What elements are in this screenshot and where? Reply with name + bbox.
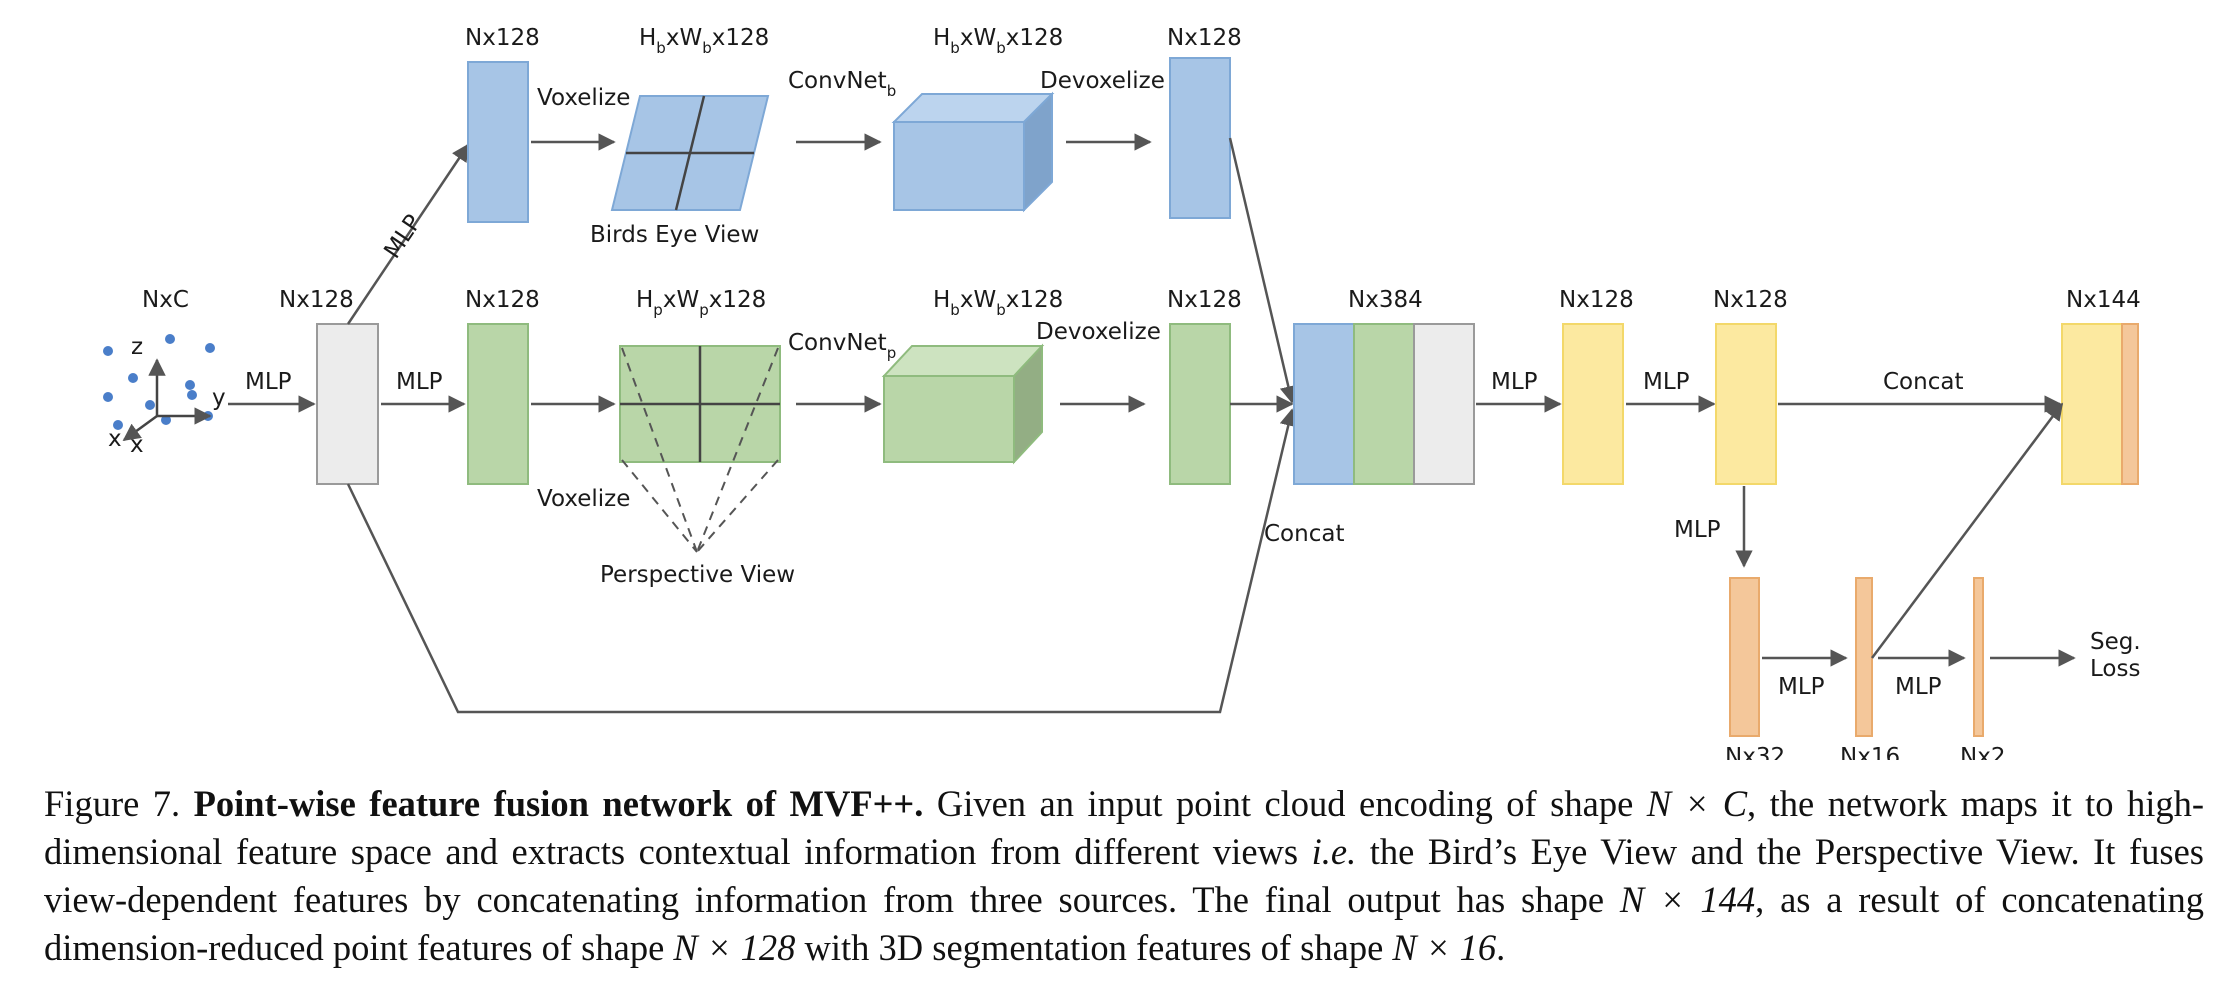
caption-ie: i.e. [1311, 831, 1357, 872]
convnet-p-label: ConvNetp [788, 330, 896, 362]
concat-skip-label: Concat [1264, 521, 1344, 547]
pv-in-block [467, 323, 529, 485]
mlp2-shape-label: Nx128 [1713, 287, 1788, 313]
axis-x2-label: x [130, 432, 144, 458]
mlp-down-label: MLP [1674, 517, 1721, 543]
seg16-to-output-arrow [1870, 402, 2064, 659]
caption-math-4: N × 16 [1392, 927, 1497, 968]
caption-text-4: , as a result of concatenating dimension… [44, 879, 2204, 968]
concat-384-block [1293, 323, 1475, 485]
seg-2-block [1973, 577, 1984, 737]
skip-connection-arrow [346, 408, 1297, 714]
birds-eye-label: Birds Eye View [590, 222, 759, 248]
pv-out-block [1169, 323, 1231, 485]
mlp-32-label: MLP [1778, 674, 1825, 700]
bev-out-block [1169, 57, 1231, 219]
voxelize-pv-label: Voxelize [537, 486, 630, 512]
caption-prefix: Figure 7. [44, 783, 194, 824]
point-features-block [316, 323, 379, 485]
axis-y-label: y [212, 385, 226, 411]
seg-16-block [1855, 577, 1873, 737]
convnet-b-label: ConvNetb [788, 68, 896, 100]
perspective-label: Perspective View [600, 562, 795, 588]
seg-2-shape-label: Nx2 [1960, 744, 2005, 760]
input-shape-label: NxC [142, 287, 189, 313]
point-features-shape-label: Nx128 [279, 287, 354, 313]
concat-384-shape-label: Nx384 [1348, 287, 1423, 313]
seg-label: Seg. [2090, 629, 2141, 655]
devox-pv-label: Devoxelize [1036, 319, 1161, 345]
caption-text-6: . [1496, 927, 1506, 968]
loss-label: Loss [2090, 656, 2140, 682]
mlp-384-label: MLP [1491, 369, 1538, 395]
caption-text-1: Given an input point cloud encoding of s… [923, 783, 1647, 824]
devox-bev-label: Devoxelize [1040, 68, 1165, 94]
voxelize-bev-label: Voxelize [537, 85, 630, 111]
caption-text-5: with 3D segmentation features of shape [795, 927, 1393, 968]
seg-16-shape-label: Nx16 [1840, 744, 1900, 760]
mlp2-block [1715, 323, 1777, 485]
mlp-pv-label: MLP [396, 369, 443, 395]
mlp1-shape-label: Nx128 [1559, 287, 1634, 313]
axis-z-label: z [131, 334, 143, 360]
output-144-block [2061, 323, 2139, 485]
pv-in-shape-label: Nx128 [465, 287, 540, 313]
bev-out-shape-label: Nx128 [1167, 25, 1242, 51]
bev-to-concat-arrow [1228, 137, 1297, 404]
hb-out-label: HbxWbx128 [933, 25, 1063, 57]
pv-feature-cube [881, 343, 1045, 465]
output-144-shape-label: Nx144 [2066, 287, 2141, 313]
point-cloud-icon [103, 334, 215, 442]
mlp1-block [1562, 323, 1624, 485]
bev-in-block [467, 61, 529, 223]
hp-in-label: HpxWpx128 [636, 287, 766, 319]
caption-text-3: the Bird’s Eye View and the Perspective … [44, 831, 2204, 920]
hb-in-label: HbxWbx128 [639, 25, 769, 57]
seg-32-shape-label: Nx32 [1725, 744, 1785, 760]
bev-feature-cube [891, 91, 1055, 213]
caption-title: Point-wise feature fusion network of MVF… [193, 783, 924, 824]
birds-eye-grid [610, 95, 770, 211]
hp-out-label: HbxWbx128 [933, 287, 1063, 319]
concat-final-label: Concat [1883, 369, 1963, 395]
mlp-16-label: MLP [1895, 674, 1942, 700]
axis-x-label: x [108, 426, 122, 452]
perspective-grid [619, 345, 781, 553]
figure-caption: Figure 7. Point-wise feature fusion netw… [44, 780, 2204, 972]
caption-math-2: N × 144 [1619, 879, 1756, 920]
mlp-bev-arrow [346, 143, 470, 325]
mlp-128-label: MLP [1643, 369, 1690, 395]
pv-out-shape-label: Nx128 [1167, 287, 1242, 313]
bev-in-shape-label: Nx128 [465, 25, 540, 51]
mlp-input-label: MLP [245, 369, 292, 395]
feature-fusion-diagram: z y x x NxC MLP Nx128 MLP Nx128 Voxelize… [103, 25, 2141, 760]
caption-text-2: , the network maps it to high-dimensiona… [44, 783, 2204, 872]
seg-32-block [1729, 577, 1760, 737]
caption-math-3: N × 128 [673, 927, 796, 968]
caption-math-1: N × C [1646, 783, 1748, 824]
